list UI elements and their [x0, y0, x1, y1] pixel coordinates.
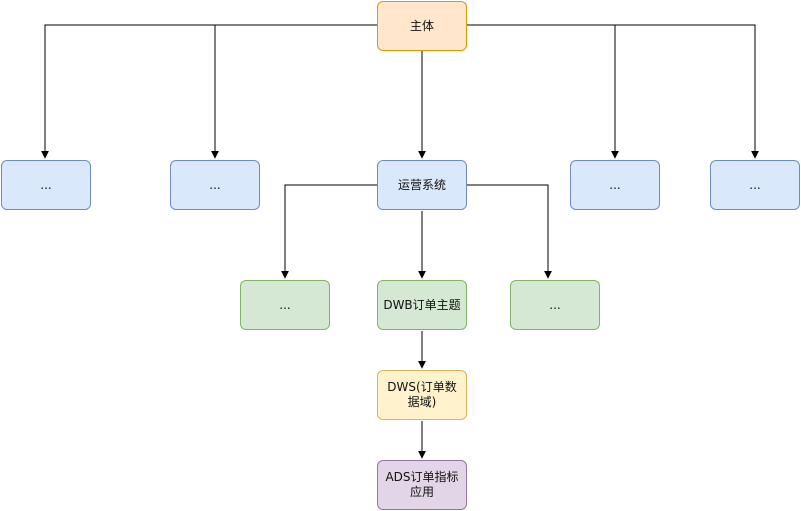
node-blue-3-label: ... [609, 177, 621, 192]
node-dwb-label: DWB订单主题 [383, 297, 461, 312]
node-ads[interactable]: ADS订单指标应用 [377, 460, 467, 510]
node-blue-4[interactable]: ... [710, 160, 800, 210]
node-blue-1-label: ... [40, 177, 52, 192]
edge-root-to-blue-3 [467, 24, 619, 159]
node-blue-4-label: ... [749, 177, 761, 192]
node-blue-2-label: ... [209, 177, 221, 192]
node-ads-label: ADS订单指标应用 [385, 470, 459, 499]
node-blue-2[interactable]: ... [170, 160, 260, 210]
edge-ops-to-green-right [467, 184, 552, 279]
node-green-right-label: ... [549, 297, 561, 312]
node-blue-1[interactable]: ... [1, 160, 91, 210]
edge-root-to-blue-2 [211, 24, 377, 159]
node-dws-label: DWS(订单数据域) [387, 380, 457, 409]
node-dwb[interactable]: DWB订单主题 [377, 280, 467, 330]
node-green-left-label: ... [279, 297, 291, 312]
edge-root-to-blue-4 [467, 24, 759, 159]
edge-ops-to-green-left [281, 184, 377, 279]
node-green-right[interactable]: ... [510, 280, 600, 330]
node-ops[interactable]: 运营系统 [377, 160, 467, 210]
node-dws[interactable]: DWS(订单数据域) [377, 370, 467, 420]
node-blue-3[interactable]: ... [570, 160, 660, 210]
node-ops-label: 运营系统 [397, 177, 446, 192]
edge-root-to-blue-1 [41, 24, 377, 159]
node-green-left[interactable]: ... [240, 280, 330, 330]
node-root-label: 主体 [409, 18, 434, 33]
node-root[interactable]: 主体 [377, 1, 467, 51]
